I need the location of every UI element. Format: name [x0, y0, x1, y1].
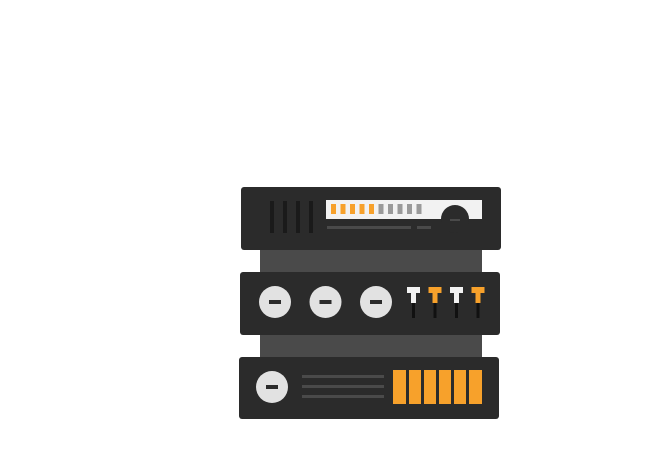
bottom-line-2 [302, 385, 384, 388]
vent-slot [309, 201, 313, 233]
slider-track [455, 298, 458, 318]
drive-bay-divider [436, 370, 439, 404]
top-unit [241, 187, 501, 250]
vent-slot [296, 201, 300, 233]
status-line-short [417, 226, 431, 229]
power-dial-mark [450, 219, 460, 221]
drive-bay-divider [421, 370, 424, 404]
meter-led-active [369, 204, 374, 214]
knob-slot [319, 300, 332, 304]
meter-led-active [350, 204, 355, 214]
slider-cap [428, 287, 442, 293]
meter-led-active [359, 204, 365, 214]
drive-bay-divider [406, 370, 409, 404]
slider-cap [450, 287, 463, 293]
slider-cap [407, 287, 420, 293]
meter-led-inactive [407, 204, 412, 214]
drive-bays [393, 370, 482, 404]
knob-slot [269, 300, 281, 304]
slider-track [412, 298, 415, 318]
bottom-knob-slot [266, 385, 278, 389]
slider-stem [411, 293, 416, 303]
slider-cap [471, 287, 485, 293]
vent-slot [283, 201, 287, 233]
vent-slot [270, 201, 274, 233]
slider-stem [475, 293, 481, 303]
meter-led-active [340, 204, 346, 214]
meter-led-inactive [416, 204, 422, 214]
drive-bay-divider [451, 370, 454, 404]
drive-bay-divider [466, 370, 469, 404]
middle-knobs [259, 286, 392, 318]
bottom-unit [239, 357, 499, 419]
rack-connector-top [260, 248, 482, 274]
meter-led-inactive [378, 204, 384, 214]
meter-led-inactive [397, 204, 403, 214]
status-line-long [327, 226, 411, 229]
slider-track [433, 298, 437, 318]
knob-slot [370, 300, 382, 304]
rack-connector-bottom [260, 332, 482, 358]
bottom-line-3 [302, 395, 384, 398]
slider-controls [407, 287, 485, 318]
slider-stem [432, 293, 438, 303]
middle-unit [240, 272, 500, 335]
meter-led-active [331, 204, 336, 214]
bottom-line-1 [302, 375, 384, 378]
meter-leds [331, 204, 422, 214]
meter-led-inactive [388, 204, 393, 214]
slider-track [476, 298, 480, 318]
vent-slots [270, 201, 313, 233]
slider-stem [454, 293, 459, 303]
